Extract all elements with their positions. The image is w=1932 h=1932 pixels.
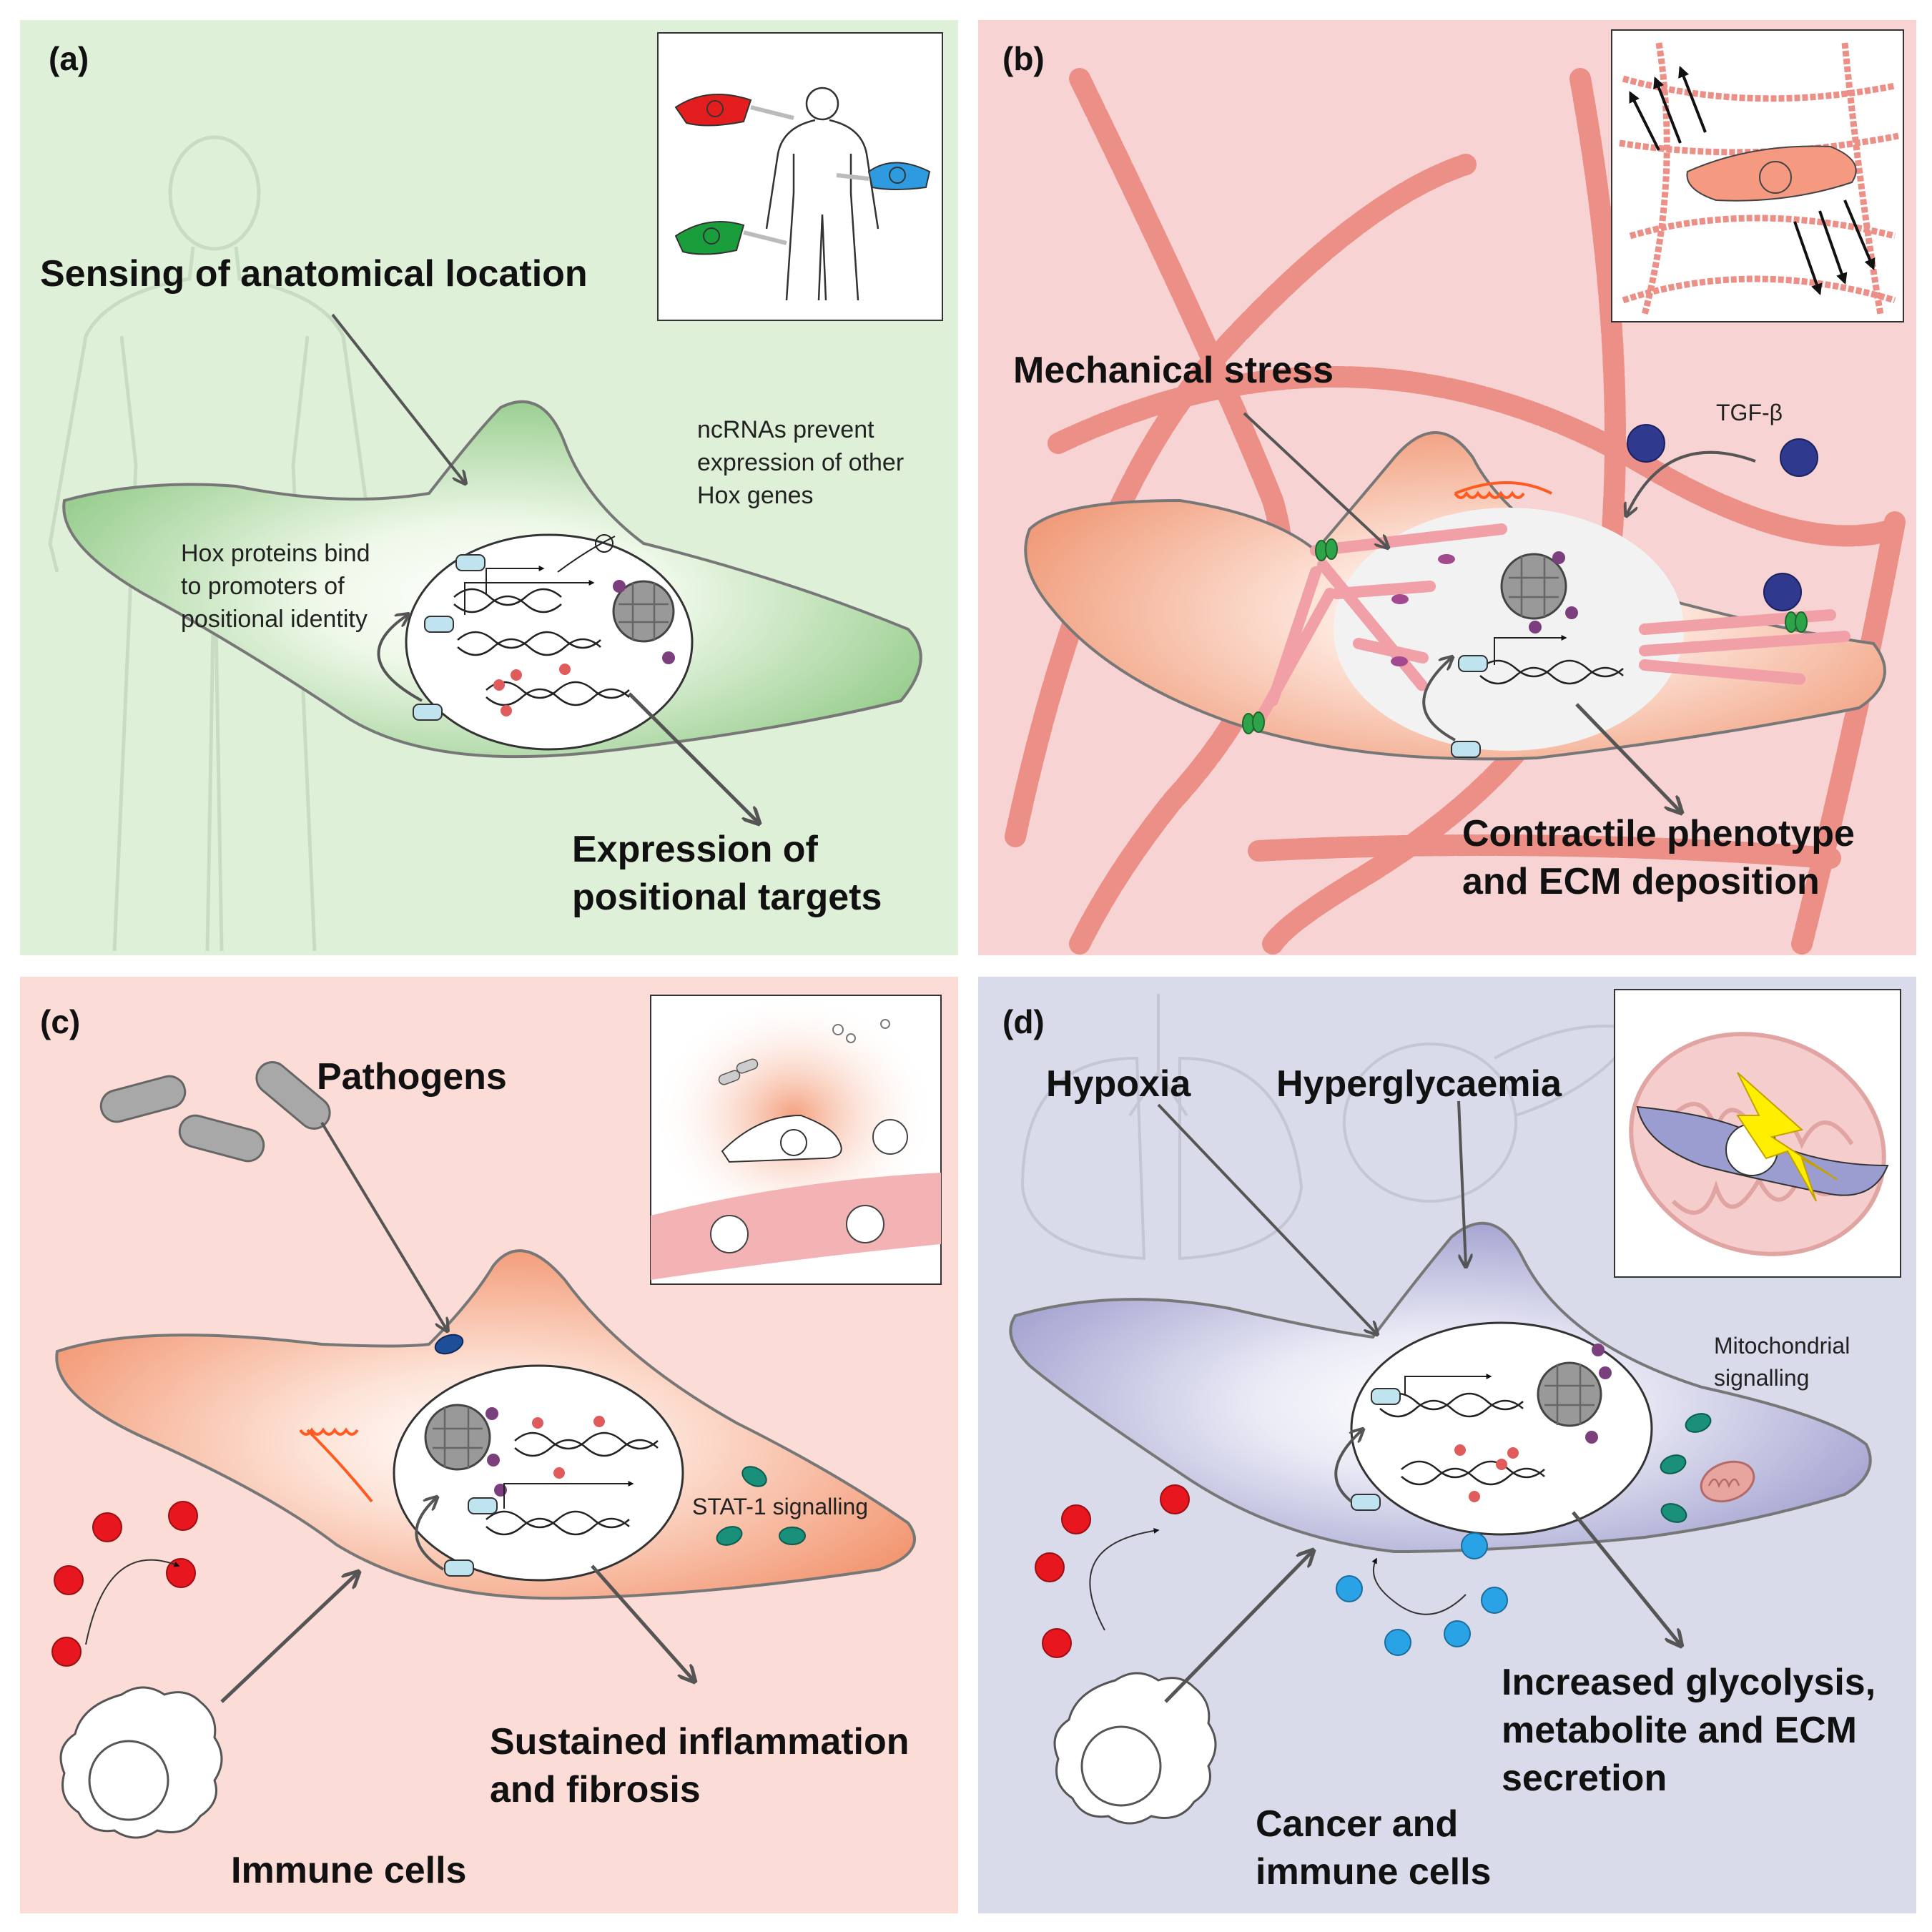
arrow-sensing bbox=[331, 313, 465, 483]
arrow-inflammation bbox=[591, 1564, 694, 1680]
panel-a-outcome: Expression of positional targets bbox=[572, 829, 882, 918]
immune-cell-icon bbox=[1053, 1672, 1217, 1825]
panel-c: (c) Pathogens bbox=[20, 977, 958, 1913]
pathogen-rod-icon bbox=[99, 1061, 331, 1163]
ncrna-icon bbox=[1454, 481, 1552, 499]
arrow-glycolysis bbox=[1572, 1511, 1680, 1645]
protein-icon bbox=[1371, 1388, 1401, 1405]
ncrna-icon bbox=[299, 1427, 373, 1503]
panel-b: (b) Mechanical stress bbox=[978, 20, 1916, 955]
receptor-icon bbox=[434, 1334, 464, 1355]
cytokine-icon bbox=[51, 1501, 198, 1723]
hyperglycaemia-label: Hyperglycaemia bbox=[1276, 1063, 1562, 1105]
panel-b-label: (b) bbox=[1002, 40, 1045, 77]
stat-icon bbox=[716, 1466, 806, 1546]
red-fibroblast-icon bbox=[674, 94, 752, 127]
panel-a-inset bbox=[657, 32, 943, 321]
arrow-hypoxia bbox=[1157, 1103, 1376, 1334]
hypoxia-label: Hypoxia bbox=[1046, 1063, 1191, 1105]
arrow-contractile bbox=[1575, 703, 1680, 812]
protein-icon bbox=[1458, 655, 1488, 672]
arrow-expression bbox=[628, 692, 758, 822]
panel-d-outcome: Increased glycolysis, metabolite and ECM… bbox=[1502, 1662, 1886, 1799]
inset-human-icon bbox=[765, 87, 879, 301]
panel-a-label: (a) bbox=[49, 40, 89, 77]
hox-protein-icon bbox=[413, 704, 443, 721]
panel-b-inset bbox=[1611, 29, 1904, 322]
tgf-beta-icon bbox=[1780, 438, 1818, 477]
cytokine-icon bbox=[1035, 1484, 1190, 1706]
hox-protein-icon bbox=[424, 616, 454, 633]
stat-label: STAT-1 signalling bbox=[692, 1494, 868, 1519]
panel-d-inset bbox=[1614, 989, 1901, 1278]
hox-protein-icon bbox=[455, 554, 486, 571]
tgf-beta-icon bbox=[1763, 573, 1802, 611]
nucleus-d bbox=[1350, 1321, 1653, 1536]
ncrna-note: ncRNAs prevent expression of other Hox g… bbox=[697, 416, 911, 509]
lightning-icon bbox=[1736, 1072, 1838, 1202]
histone-icon bbox=[1537, 1361, 1602, 1427]
protein-icon bbox=[468, 1497, 498, 1514]
panel-d: (d) Hypoxia Hyperglycaemia bbox=[978, 977, 1916, 1913]
mito-label: Mitochondrial signalling bbox=[1714, 1333, 1856, 1391]
panel-c-outcome: Sustained inflammation and fibrosis bbox=[490, 1721, 920, 1810]
panel-c-title: Pathogens bbox=[317, 1056, 507, 1098]
cells-label: Cancer and immune cells bbox=[1256, 1803, 1491, 1893]
histone-icon bbox=[1500, 553, 1567, 620]
panel-a: (a) Sensing of anatomical location bbox=[20, 20, 958, 955]
protein-icon bbox=[1451, 741, 1481, 758]
metabolite-icon bbox=[1336, 1532, 1508, 1656]
histone-icon bbox=[612, 580, 675, 643]
tgf-beta-icon bbox=[1627, 424, 1665, 463]
nucleus-c bbox=[393, 1364, 684, 1582]
mitochondrion-icon bbox=[1700, 1460, 1755, 1503]
panel-a-title: Sensing of anatomical location bbox=[40, 253, 588, 295]
panel-c-inset bbox=[650, 994, 942, 1285]
ncrna-icon bbox=[557, 536, 616, 573]
panel-c-label: (c) bbox=[40, 1003, 80, 1040]
green-fibroblast-icon bbox=[674, 221, 745, 255]
human-silhouette-icon bbox=[48, 135, 374, 952]
marker-icon bbox=[1391, 554, 1455, 666]
protein-icon bbox=[444, 1559, 474, 1577]
integrin-icon bbox=[1242, 538, 1808, 734]
signalling-icon bbox=[1660, 1413, 1712, 1523]
panel-d-label: (d) bbox=[1002, 1003, 1045, 1040]
histone-icon bbox=[424, 1404, 491, 1471]
lungs-icon bbox=[1020, 994, 1303, 1261]
hox-note: Hox proteins bind to promoters of positi… bbox=[181, 540, 377, 633]
immune-cell-icon bbox=[59, 1686, 223, 1839]
arrow-mechanical bbox=[1243, 412, 1387, 547]
nucleus-a bbox=[405, 533, 694, 751]
protein-icon bbox=[1351, 1494, 1381, 1511]
panel-b-title: Mechanical stress bbox=[1013, 350, 1334, 391]
blue-fibroblast-icon bbox=[867, 162, 931, 190]
arrow-pathogen bbox=[320, 1121, 447, 1330]
tgf-beta-label: TGF-β bbox=[1716, 400, 1783, 425]
immune-label: Immune cells bbox=[231, 1850, 466, 1891]
arrow-hyperglycaemia bbox=[1457, 1100, 1466, 1266]
panel-b-outcome: Contractile phenotype and ECM deposition bbox=[1462, 813, 1865, 902]
